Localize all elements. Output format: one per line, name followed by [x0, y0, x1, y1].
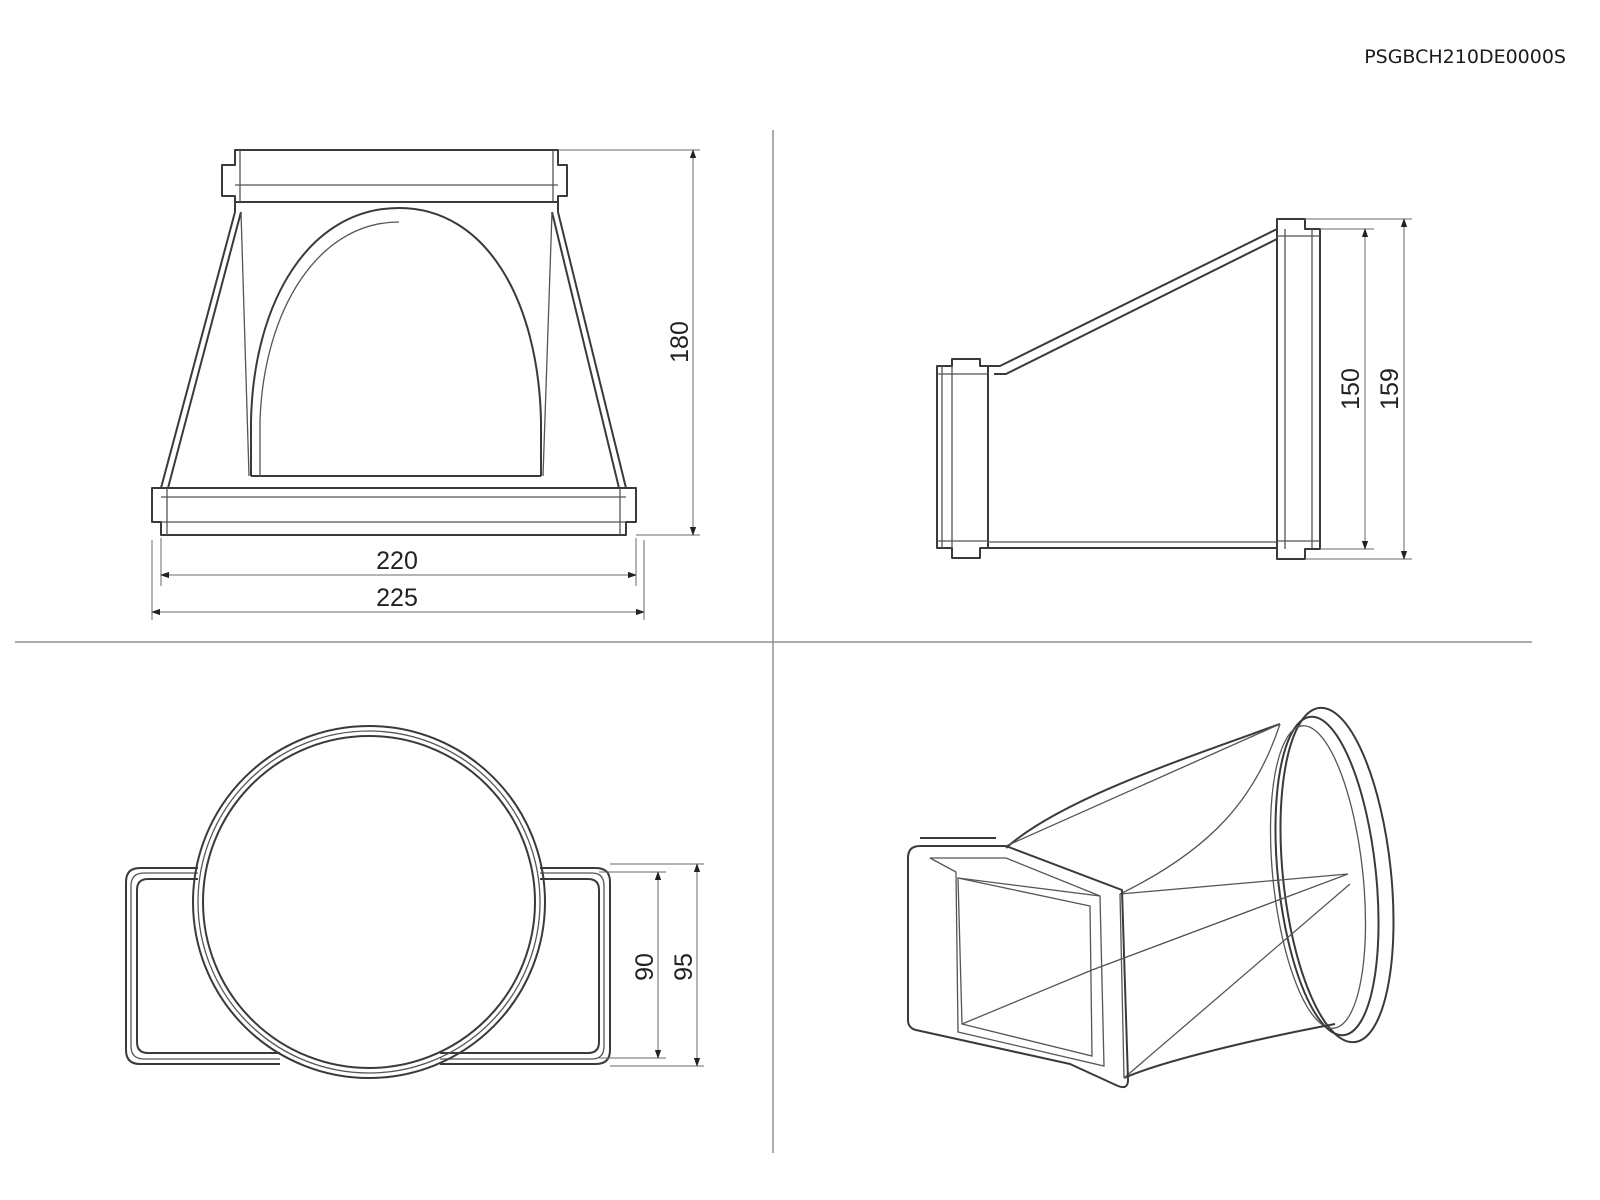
- dim-side-inner-height: 150: [1337, 368, 1365, 410]
- dim-side-outer-height: 159: [1376, 368, 1404, 410]
- top-view: 90 95: [125, 725, 704, 1079]
- isometric-view: [907, 706, 1395, 1089]
- dim-front-height: 180: [666, 321, 694, 363]
- product-code: PSGBCH210DE0000S: [1364, 46, 1566, 68]
- dim-top-inner-height: 90: [631, 953, 659, 981]
- dim-front-inner-width: 220: [376, 547, 418, 575]
- side-view: 150 159: [936, 218, 1412, 560]
- front-view: 220 225 180: [151, 149, 700, 620]
- dim-top-outer-height: 95: [670, 953, 698, 981]
- dim-front-outer-width: 225: [376, 584, 418, 612]
